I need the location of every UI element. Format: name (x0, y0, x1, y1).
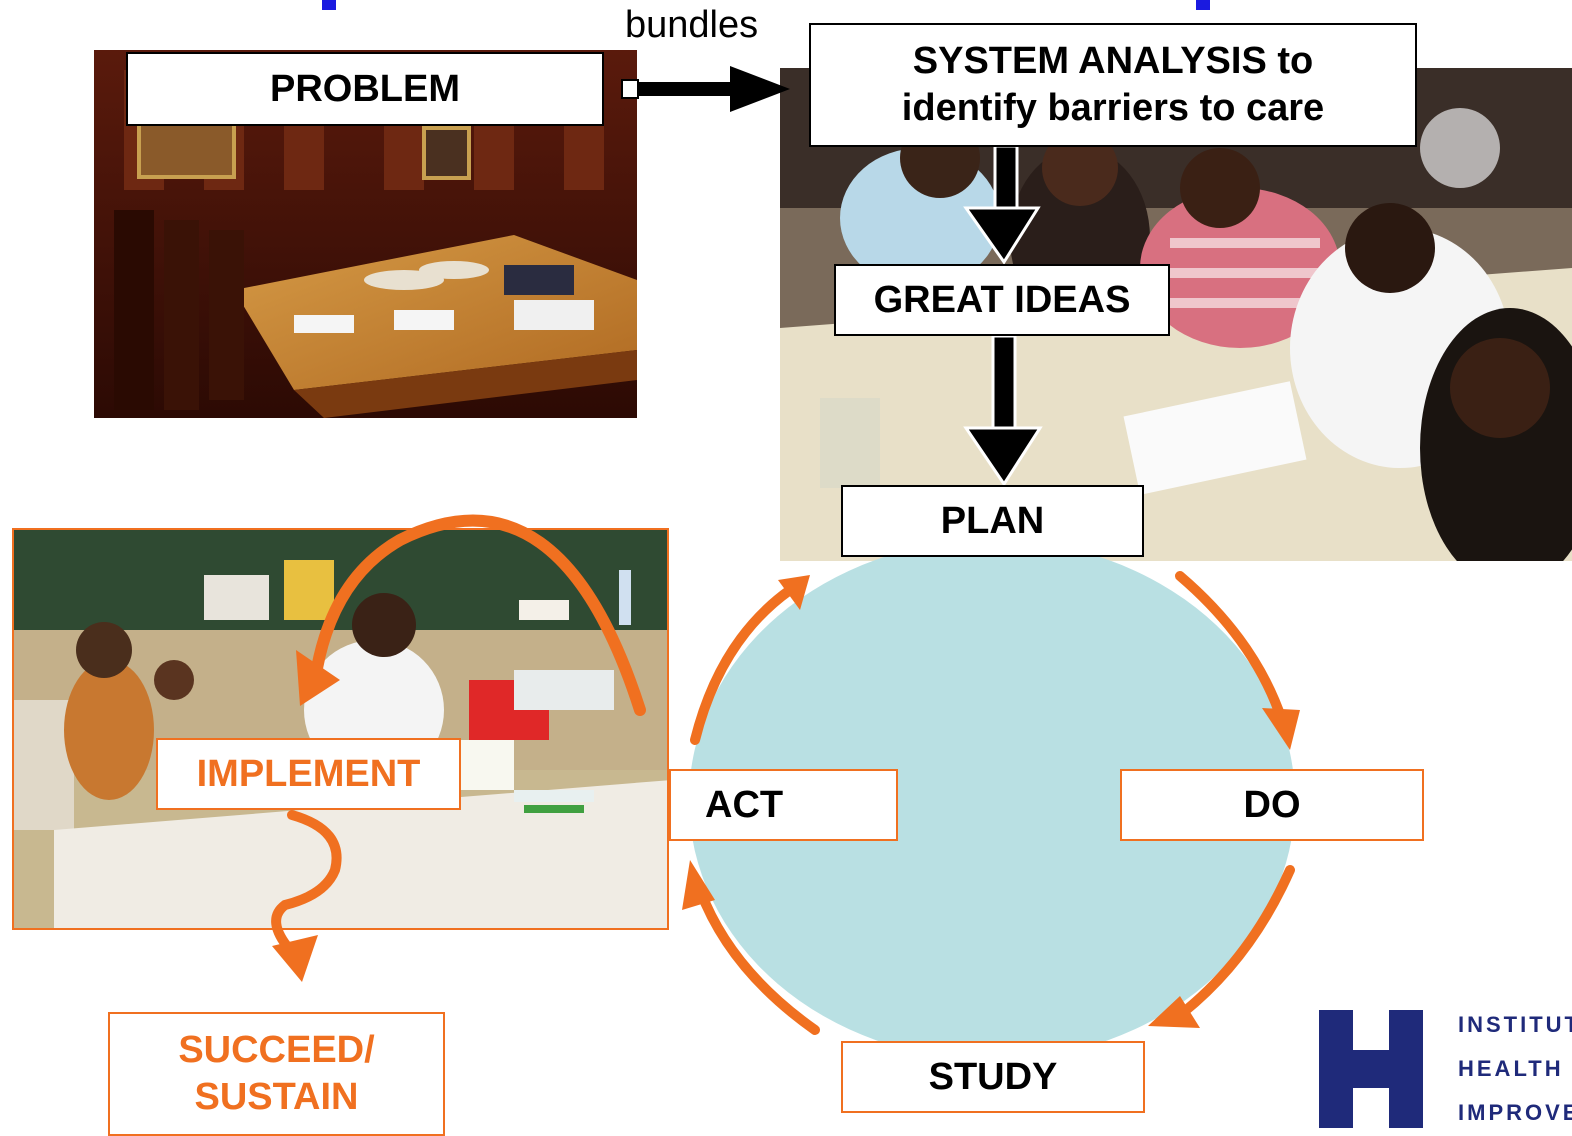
study-box: STUDY (841, 1041, 1145, 1113)
cycle-arrows (690, 571, 1295, 1035)
succeed-squiggle-arrow (271, 810, 342, 955)
logo-line2: HEALTH (1458, 1056, 1564, 1081)
succeed-line1: SUCCEED/ (178, 1028, 375, 1071)
do-label: DO (1243, 783, 1301, 826)
implement-arc-head (296, 650, 340, 706)
study-label: STUDY (928, 1055, 1058, 1098)
succeed-line2: SUSTAIN (194, 1076, 359, 1118)
implement-arc-arrow (309, 514, 646, 716)
act-label: ACT (705, 783, 784, 826)
great-ideas-box: GREAT IDEAS (834, 264, 1170, 336)
plan-label: PLAN (940, 499, 1045, 542)
great-ideas-label: GREAT IDEAS (873, 278, 1131, 321)
cycle-arrowheads (682, 575, 1300, 1028)
title-fragment-left (322, 0, 336, 10)
succeed-sustain-box: SUCCEED/ SUSTAIN (108, 1012, 445, 1136)
cycle-circle (689, 540, 1295, 1060)
arrow-problem-to-analysis (621, 66, 790, 112)
ihi-logo-mark (1319, 1010, 1423, 1128)
title-fragment-right (1196, 0, 1210, 10)
implement-label: IMPLEMENT (196, 752, 421, 795)
plan-box: PLAN (841, 485, 1144, 557)
arrow-analysis-to-ideas (963, 144, 1041, 265)
system-analysis-line1: SYSTEM ANALYSIS to (912, 39, 1314, 82)
system-analysis-box: SYSTEM ANALYSIS to identify barriers to … (809, 23, 1417, 147)
problem-box: PROBLEM (126, 52, 604, 126)
logo-line3: IMPROVE (1458, 1100, 1572, 1125)
logo-line1: INSTITUT (1458, 1012, 1572, 1037)
bundles-label: bundles (625, 4, 759, 46)
system-analysis-line2: identify barriers to care (901, 87, 1325, 129)
arrow-ideas-to-plan (963, 334, 1043, 487)
implement-box: IMPLEMENT (156, 738, 461, 810)
problem-label: PROBLEM (270, 67, 460, 110)
do-box: DO (1120, 769, 1424, 841)
succeed-squiggle-head (272, 935, 318, 982)
act-box: ACT (669, 769, 898, 841)
